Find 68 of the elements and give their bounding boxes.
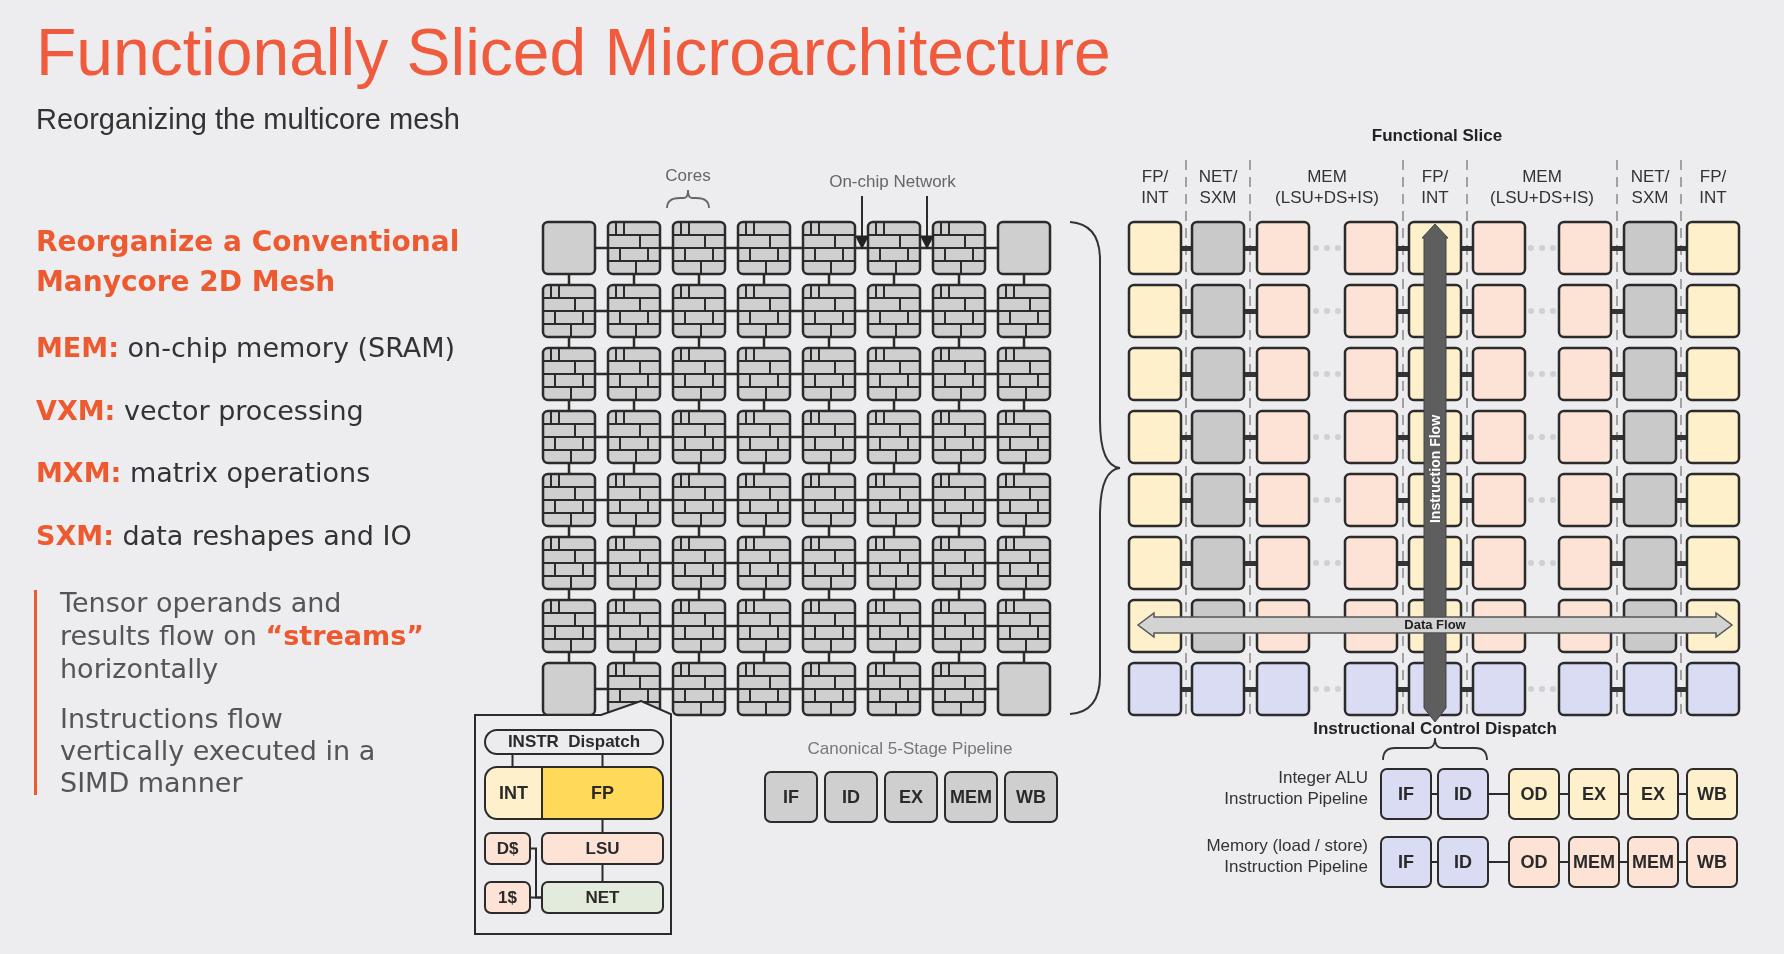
leader-arrow <box>855 195 869 250</box>
pipeline-stage-box: IF <box>1380 836 1432 888</box>
dispatch-box: INSTR Dispatch <box>484 729 664 755</box>
column-header: FP/ INT <box>1140 166 1170 208</box>
connector-line <box>1559 861 1569 863</box>
pipeline-stage-box: OD <box>1508 768 1560 820</box>
column-header: MEM (LSU+DS+IS) <box>1489 166 1595 208</box>
pipeline-stage-box: ID <box>1437 768 1489 820</box>
pipeline-stage-box: EX <box>884 771 938 823</box>
connector-line <box>1678 793 1687 795</box>
cache-box: D$ <box>484 832 531 865</box>
connector-line <box>1619 793 1628 795</box>
column-header: FP/ INT <box>1420 166 1450 208</box>
quote-text: Tensor operands and results flow on “streams” horizontally <box>60 586 425 685</box>
unit-box: NET <box>541 881 664 914</box>
heading: Reorganize a Conventional Manycore 2D Mesh <box>36 224 461 300</box>
row-label: Integer ALU Instruction Pipeline <box>1223 767 1368 809</box>
row-label: Memory (load / store) Instruction Pipeline <box>1205 835 1368 877</box>
column-header: NET/ SXM <box>1629 166 1671 208</box>
pipeline-stage-box: WB <box>1686 836 1738 888</box>
slide-title: Functionally Sliced Microarchitecture <box>36 14 1111 90</box>
cache-box: 1$ <box>484 881 531 914</box>
connector-line <box>1431 861 1438 863</box>
connector-line <box>601 819 604 833</box>
pipeline-stage-box: WB <box>1004 771 1058 823</box>
pipeline-stage-box: ID <box>1437 836 1489 888</box>
pipeline-stage-box: EX <box>1627 768 1679 820</box>
pipeline-stage-box: ID <box>824 771 878 823</box>
pipeline-stage-box: MEM <box>1568 836 1620 888</box>
definition-text: MXM: matrix operations <box>36 457 372 488</box>
leader-arrow <box>920 195 934 250</box>
quote-text: Instructions flow vertically executed in a SIMD manner <box>60 703 377 799</box>
pipeline-stage-box: IF <box>764 771 818 823</box>
definition-text: VXM: vector processing <box>36 395 365 426</box>
pipeline-caption: Canonical 5-Stage Pipeline <box>806 739 1014 759</box>
pipeline-stage-box: OD <box>1508 836 1560 888</box>
connector-line <box>601 754 604 767</box>
connector-line <box>1488 861 1509 863</box>
connector-line <box>1559 793 1569 795</box>
brace-label: Cores <box>664 166 712 186</box>
column-header: NET/ SXM <box>1197 166 1239 208</box>
subtitle: Reorganizing the multicore mesh <box>36 103 461 136</box>
connector-line <box>1678 861 1687 863</box>
column-header: FP/ INT <box>1698 166 1728 208</box>
unit-box: INT <box>484 766 541 820</box>
section-heading: Instructional Control Dispatch <box>1312 719 1558 739</box>
arrow-label: Instruction Flow <box>1427 413 1443 526</box>
core-mesh-drawing <box>541 220 1052 717</box>
connector-line <box>1488 793 1509 795</box>
unit-box: LSU <box>541 832 664 865</box>
network-label: On-chip Network <box>820 172 965 196</box>
pipeline-stage-box: MEM <box>944 771 998 823</box>
pipeline-stage-box: MEM <box>1627 836 1679 888</box>
pipeline-stage-box: EX <box>1568 768 1620 820</box>
connector-line <box>601 864 604 882</box>
pipeline-stage-box: WB <box>1686 768 1738 820</box>
core-detail-callout <box>474 700 672 935</box>
column-header: MEM (LSU+DS+IS) <box>1274 166 1380 208</box>
connector-line <box>1431 793 1438 795</box>
connector-line <box>530 896 542 899</box>
definition-text: SXM: data reshapes and IO <box>36 520 413 551</box>
section-heading: Functional Slice <box>1370 126 1504 146</box>
unit-box: FP <box>541 766 664 820</box>
connector-line <box>511 754 514 767</box>
definition-text: MEM: on-chip memory (SRAM) <box>36 332 457 363</box>
arrow-label: Data Flow <box>1403 617 1467 633</box>
pipeline-stage-box: IF <box>1380 768 1432 820</box>
connector-line <box>1619 861 1628 863</box>
